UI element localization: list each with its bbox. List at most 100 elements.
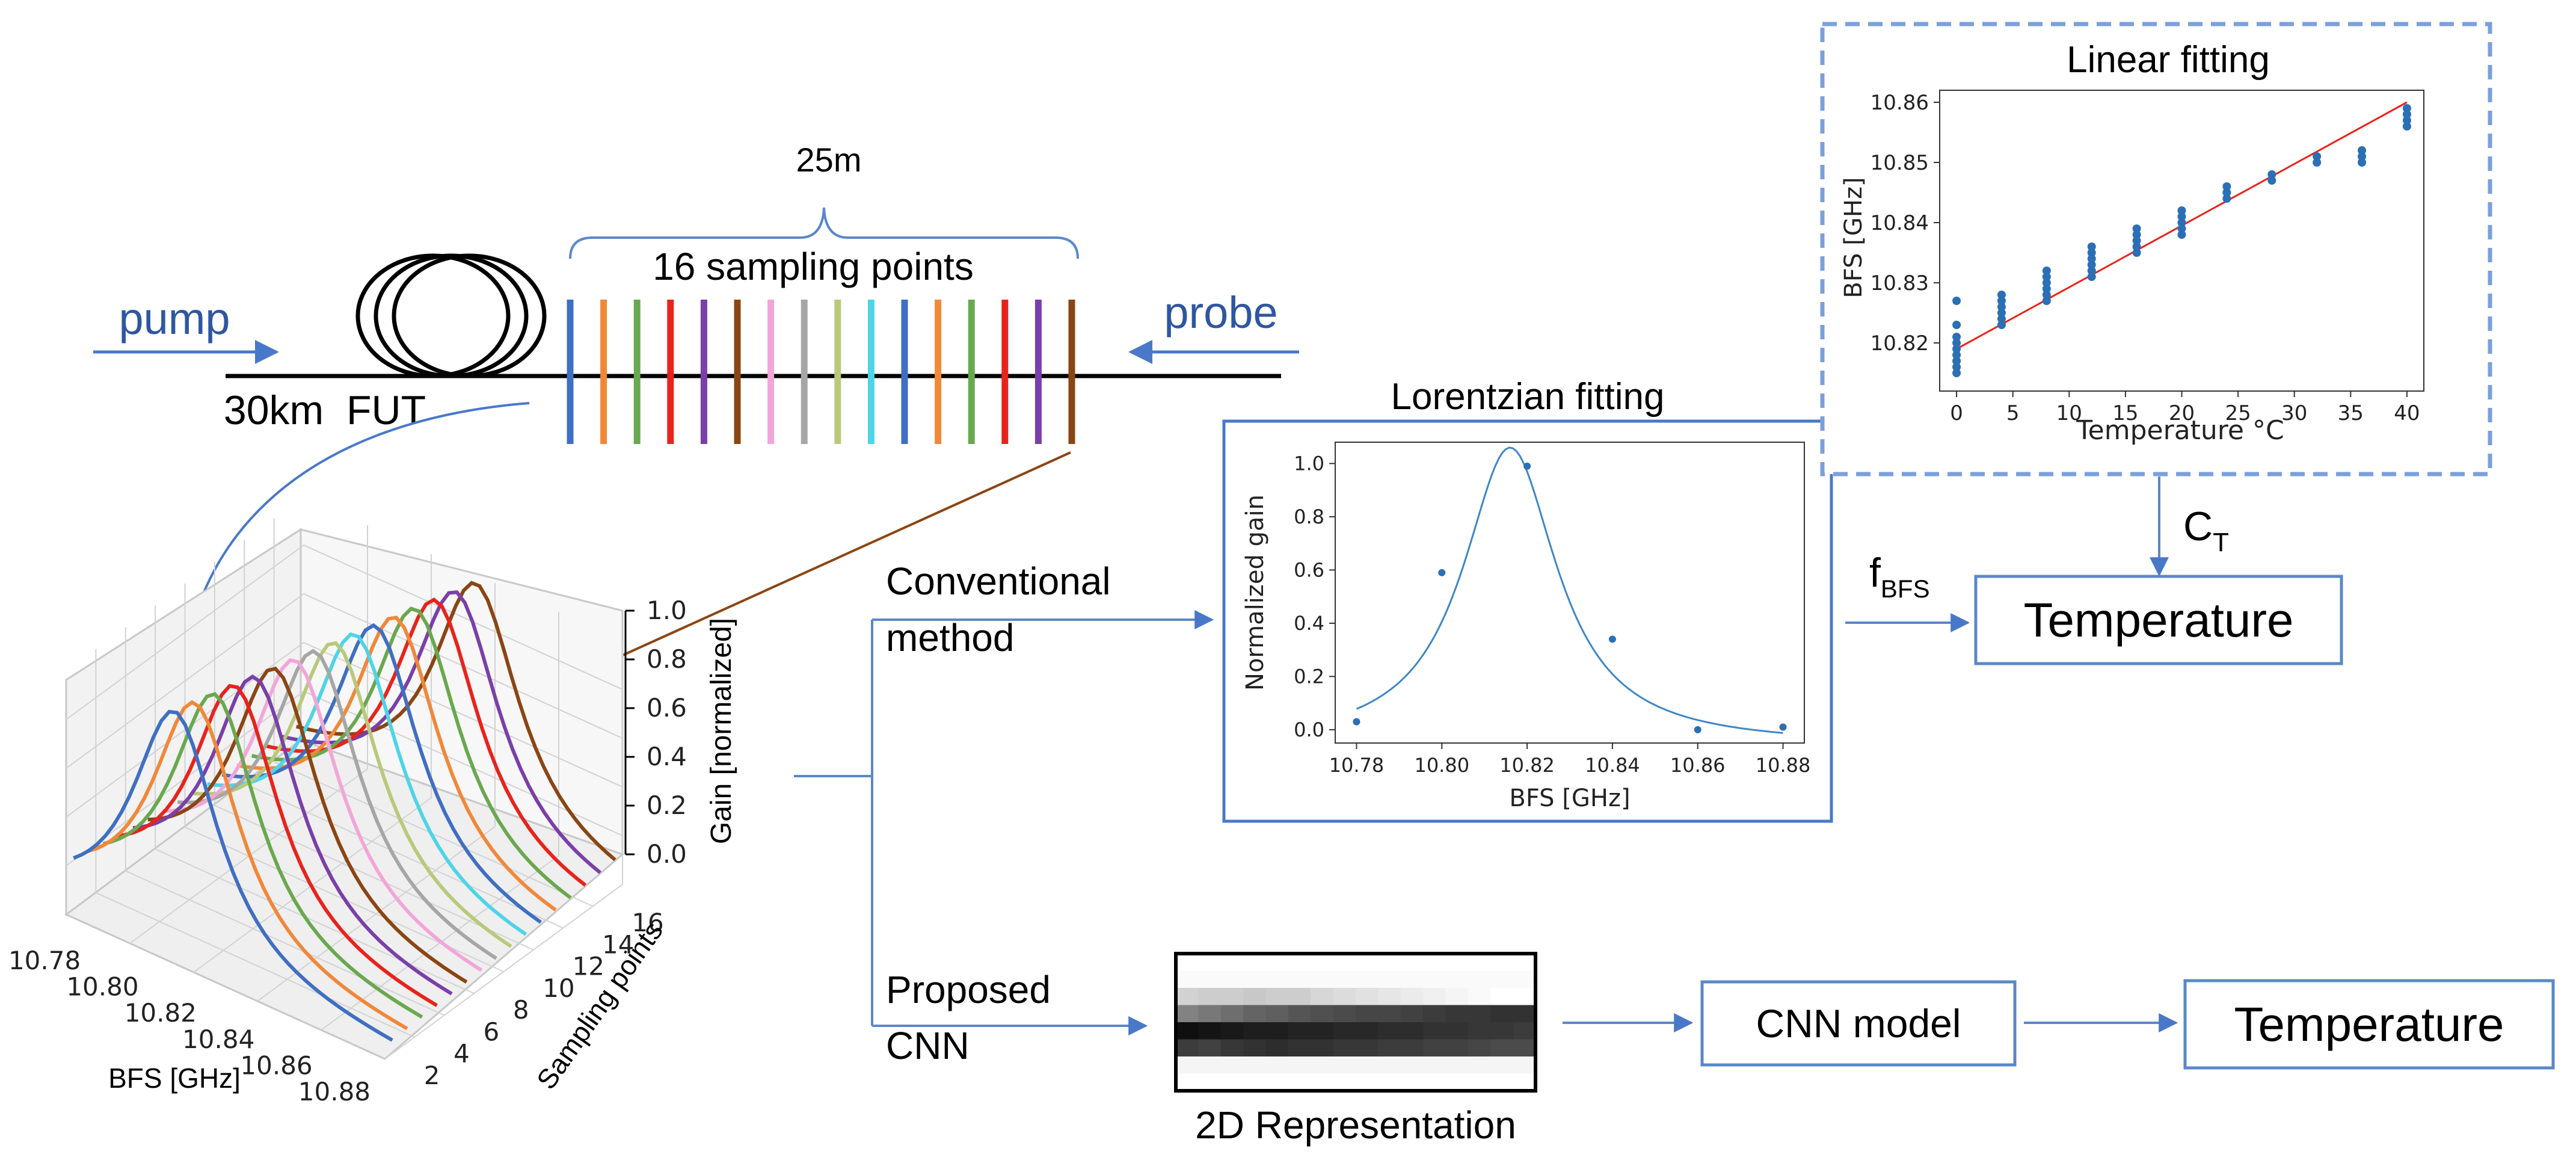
lorentzian-axes xyxy=(1335,442,1805,744)
gain-curve xyxy=(88,700,408,1031)
plot3d-z-label: Gain [normalized] xyxy=(705,618,737,844)
fiber-setup: 25m 16 sampling points pump probe 30km F… xyxy=(93,141,1299,444)
linear-point xyxy=(2042,273,2051,281)
cnn-model-box xyxy=(1700,980,2017,1067)
linear-point xyxy=(1997,321,2006,329)
linear-point xyxy=(2402,104,2411,113)
linear-point xyxy=(2042,297,2051,305)
linear-point xyxy=(2087,242,2096,251)
lorentzian-point xyxy=(1353,718,1360,726)
linear-y-tick: 10.84 xyxy=(1871,211,1929,235)
plot3d-y-tick: 4 xyxy=(453,1039,470,1069)
gain-curve xyxy=(192,641,512,948)
linear-ylabel: BFS [GHz] xyxy=(1840,177,1867,298)
linear-point xyxy=(2402,110,2411,119)
representation-panel: 2D Representation xyxy=(1174,952,1537,1147)
fbfs-label: fBFS xyxy=(1869,550,1930,603)
lorentzian-point xyxy=(1694,726,1701,733)
plot3d-x-tick: 10.86 xyxy=(240,1050,312,1080)
plot3d-y-tick: 12 xyxy=(573,952,604,981)
linear-y-tick: 10.83 xyxy=(1871,271,1929,295)
linear-x-tick: 0 xyxy=(1950,401,1963,425)
linear-point xyxy=(2177,218,2186,227)
cnn-model-label: CNN model xyxy=(1756,1001,1961,1046)
linear-x-tick: 5 xyxy=(2006,401,2020,425)
sampling-points-label: 16 sampling points xyxy=(653,245,974,288)
plot3d-y-label: Sampling points xyxy=(530,916,669,1095)
linear-point xyxy=(1997,315,2006,323)
probe-label: probe xyxy=(1164,288,1277,338)
plot3d-z-tick: 0.2 xyxy=(647,791,687,820)
linear-point xyxy=(1952,369,1961,377)
proposed-label-line2: CNN xyxy=(886,1024,970,1067)
linear-point xyxy=(2358,152,2367,161)
plot3d-x-tick: 10.84 xyxy=(182,1025,254,1054)
gain-curve xyxy=(102,692,423,1019)
linear-point xyxy=(1997,297,2006,305)
plot3d-z-tick: 0.4 xyxy=(647,742,687,771)
span-brace xyxy=(569,207,1079,259)
linear-point xyxy=(2177,224,2186,233)
linear-point xyxy=(1997,303,2006,311)
fiber-coil-icon xyxy=(355,253,547,378)
linear-point xyxy=(2132,242,2141,251)
ct-label: CT xyxy=(2183,504,2229,557)
plot3d-y-tick: 14 xyxy=(602,930,634,959)
gain-curve xyxy=(177,649,497,960)
linear-axes xyxy=(1939,90,2424,392)
lorentzian-x-tick: 10.84 xyxy=(1585,754,1640,777)
linear-y-tick: 10.86 xyxy=(1871,91,1929,115)
linear-y-tick: 10.82 xyxy=(1871,332,1929,356)
temperature-top-label: Temperature xyxy=(2023,593,2293,647)
gain-curve xyxy=(73,709,393,1042)
proposed-label-line1: Proposed xyxy=(886,968,1051,1011)
lorentzian-point xyxy=(1438,569,1446,576)
linear-point xyxy=(1952,357,1961,365)
linear-point xyxy=(2087,248,2096,257)
plot3d-y-tick: 16 xyxy=(632,908,663,937)
linear-point xyxy=(2087,267,2096,275)
linear-x-tick: 20 xyxy=(2169,401,2195,425)
linear-point xyxy=(2042,279,2051,287)
linear-point xyxy=(2267,176,2276,185)
temperature-bottom-box xyxy=(2183,979,2555,1070)
linear-point xyxy=(2177,230,2186,239)
linear-point xyxy=(2358,146,2367,155)
linear-point xyxy=(1952,351,1961,359)
linear-x-tick: 40 xyxy=(2394,401,2420,425)
2d-representation-image xyxy=(1176,954,1536,1091)
linear-point xyxy=(2087,261,2096,269)
temperature-bottom-label: Temperature xyxy=(2234,998,2504,1051)
gain-curve xyxy=(117,683,438,1007)
linear-point xyxy=(2132,224,2141,233)
lorentzian-y-tick: 0.0 xyxy=(1294,718,1324,741)
gain-3d-plot: 10.7810.8010.8210.8410.8610.882468101214… xyxy=(8,518,737,1106)
linear-x-tick: 35 xyxy=(2338,401,2364,425)
lorentzian-fit-curve xyxy=(1356,446,1783,734)
span-label: 25m xyxy=(796,141,862,179)
lorentzian-title: Lorentzian fitting xyxy=(1391,376,1665,418)
lorentzian-y-tick: 1.0 xyxy=(1294,452,1324,475)
plot3d-x-tick: 10.82 xyxy=(124,998,197,1028)
lorentzian-y-tick: 0.2 xyxy=(1294,665,1324,688)
lorentzian-x-tick: 10.86 xyxy=(1670,754,1726,777)
gain-curve xyxy=(207,632,527,936)
linear-point xyxy=(1952,321,1961,329)
linear-point xyxy=(1952,363,1961,371)
lorentzian-y-tick: 0.4 xyxy=(1294,612,1324,635)
plot3d-x-tick: 10.88 xyxy=(298,1077,370,1106)
representation-label: 2D Representation xyxy=(1195,1103,1516,1147)
linear-point xyxy=(1952,345,1961,353)
linear-point xyxy=(1952,297,1961,305)
linear-xlabel: Temperature °C xyxy=(2076,415,2284,446)
gain-curve xyxy=(221,623,542,924)
linear-point xyxy=(2313,152,2322,161)
linear-point xyxy=(2222,188,2231,197)
sampling-point-bars xyxy=(567,300,1075,444)
linear-point xyxy=(1997,291,2006,299)
plot3d-x-tick: 10.80 xyxy=(66,972,138,1002)
lorentzian-x-tick: 10.82 xyxy=(1499,754,1555,777)
linear-point xyxy=(1952,339,1961,347)
